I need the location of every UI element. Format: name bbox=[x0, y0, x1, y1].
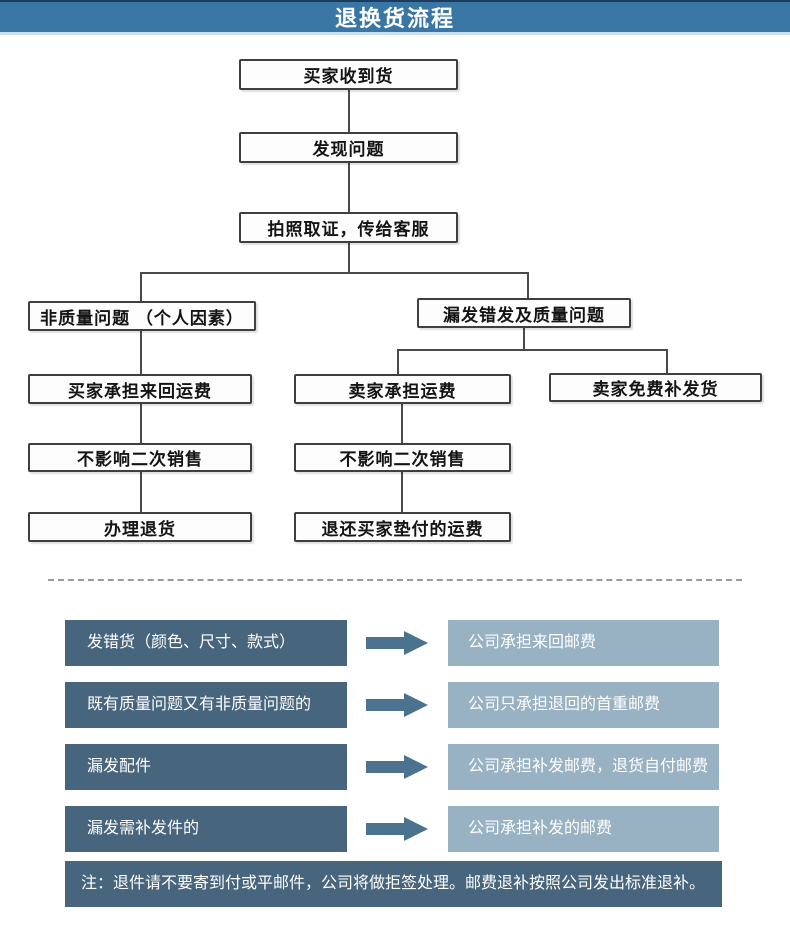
policy-result: 公司承担来回邮费 bbox=[448, 620, 719, 666]
policy-result: 公司承担补发邮费，退货自付邮费 bbox=[448, 744, 719, 790]
connector-line bbox=[666, 349, 668, 374]
arrow-right-icon bbox=[366, 817, 428, 841]
policy-row: 漏发需补发件的 公司承担补发的邮费 bbox=[0, 806, 790, 852]
arrow-right-icon bbox=[366, 693, 428, 717]
connector-line bbox=[140, 272, 142, 302]
connector-line bbox=[140, 272, 529, 274]
connector-line bbox=[527, 272, 529, 299]
flow-node-seller-resend: 卖家免费补发货 bbox=[549, 373, 762, 402]
flow-node-handle-return: 办理退货 bbox=[28, 512, 252, 542]
policy-note: 注：退件请不要寄到付或平邮件，公司将做拒签处理。邮费退补按照公司发出标准退补。 bbox=[65, 861, 722, 907]
connector-line bbox=[523, 327, 525, 351]
connector-line bbox=[397, 349, 668, 351]
policy-condition: 漏发需补发件的 bbox=[65, 806, 347, 852]
flow-node-seller-freight: 卖家承担运费 bbox=[294, 374, 511, 404]
policy-result: 公司承担补发的邮费 bbox=[448, 806, 719, 852]
policy-row: 漏发配件 公司承担补发邮费，退货自付邮费 bbox=[0, 744, 790, 790]
connector-line bbox=[140, 471, 142, 513]
connector-line bbox=[140, 403, 142, 444]
policy-row: 发错货（颜色、尺寸、款式） 公司承担来回邮费 bbox=[0, 620, 790, 666]
page-title: 退换货流程 bbox=[334, 6, 455, 31]
flow-node-buyer-freight: 买家承担来回运费 bbox=[28, 374, 252, 404]
flow-node-take-photo: 拍照取证，传给客服 bbox=[239, 212, 458, 243]
policy-condition: 漏发配件 bbox=[65, 744, 347, 790]
flow-node-quality-issue: 漏发错发及质量问题 bbox=[417, 298, 631, 328]
policy-condition: 发错货（颜色、尺寸、款式） bbox=[65, 620, 347, 666]
policy-row: 既有质量问题又有非质量问题的 公司只承担退回的首重邮费 bbox=[0, 682, 790, 728]
flow-node-non-quality: 非质量问题 （个人因素） bbox=[28, 301, 256, 331]
policy-condition: 既有质量问题又有非质量问题的 bbox=[65, 682, 347, 728]
connector-line bbox=[140, 330, 142, 375]
flow-node-resale-left: 不影响二次销售 bbox=[28, 443, 252, 472]
header-bar: 退换货流程 bbox=[0, 0, 790, 35]
connector-line bbox=[348, 243, 350, 272]
policy-result: 公司只承担退回的首重邮费 bbox=[448, 682, 719, 728]
flow-node-find-problem: 发现问题 bbox=[239, 132, 458, 163]
connector-line bbox=[348, 90, 350, 133]
connector-line bbox=[397, 349, 399, 375]
arrow-right-icon bbox=[366, 631, 428, 655]
arrow-right-icon bbox=[366, 755, 428, 779]
connector-line bbox=[401, 403, 403, 444]
flow-node-buyer-receives: 买家收到货 bbox=[239, 59, 458, 90]
flow-node-resale-mid: 不影响二次销售 bbox=[294, 443, 511, 472]
dashed-divider bbox=[48, 579, 742, 581]
connector-line bbox=[401, 471, 403, 513]
flow-node-refund-freight: 退还买家垫付的运费 bbox=[294, 512, 511, 542]
connector-line bbox=[348, 163, 350, 213]
